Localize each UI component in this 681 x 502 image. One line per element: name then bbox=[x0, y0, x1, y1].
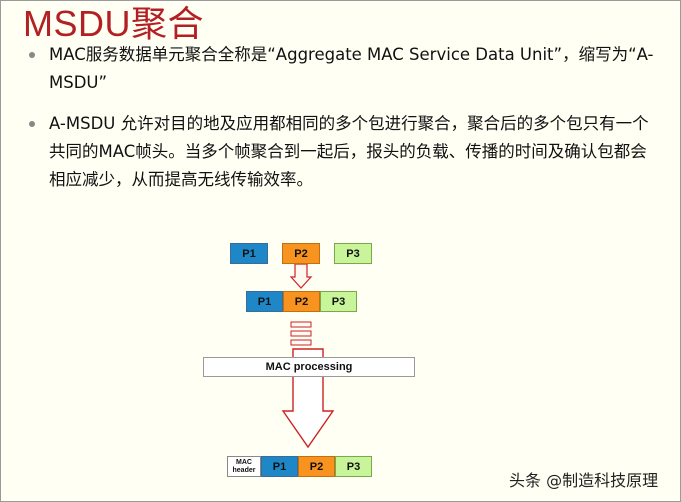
stack-bar bbox=[290, 321, 312, 328]
bullet-dot-icon bbox=[29, 52, 35, 58]
packet-p3: P3 bbox=[334, 243, 372, 264]
bullet-dot-icon bbox=[29, 121, 35, 127]
bullet-item: A-MSDU 允许对目的地及应用都相同的多个包进行聚合，聚合后的多个包只有一个共… bbox=[29, 110, 659, 194]
final-packet-p3: P3 bbox=[335, 456, 372, 477]
final-packet-p2: P2 bbox=[298, 456, 335, 477]
packet-p1: P1 bbox=[230, 243, 268, 264]
slide-title: MSDU聚合 bbox=[23, 3, 204, 44]
stack-bar bbox=[290, 339, 312, 346]
mac-processing-box: MAC processing bbox=[203, 357, 415, 377]
bullet-text: MAC服务数据单元聚合全称是“Aggregate MAC Service Dat… bbox=[49, 45, 654, 92]
watermark-text: 头条 @制造科技原理 bbox=[509, 471, 659, 490]
bullet-text: A-MSDU 允许对目的地及应用都相同的多个包进行聚合，聚合后的多个包只有一个共… bbox=[49, 114, 649, 189]
bullet-item: MAC服务数据单元聚合全称是“Aggregate MAC Service Dat… bbox=[29, 41, 659, 97]
merged-packet-p1: P1 bbox=[246, 291, 283, 312]
mac-header-box: MAC header bbox=[227, 456, 261, 477]
final-packet-p1: P1 bbox=[261, 456, 298, 477]
stack-bar bbox=[290, 330, 312, 337]
merged-packet-p2: P2 bbox=[283, 291, 320, 312]
packet-p2: P2 bbox=[282, 243, 320, 264]
merged-packet-p3: P3 bbox=[320, 291, 357, 312]
merge-arrow-icon bbox=[289, 263, 313, 289]
